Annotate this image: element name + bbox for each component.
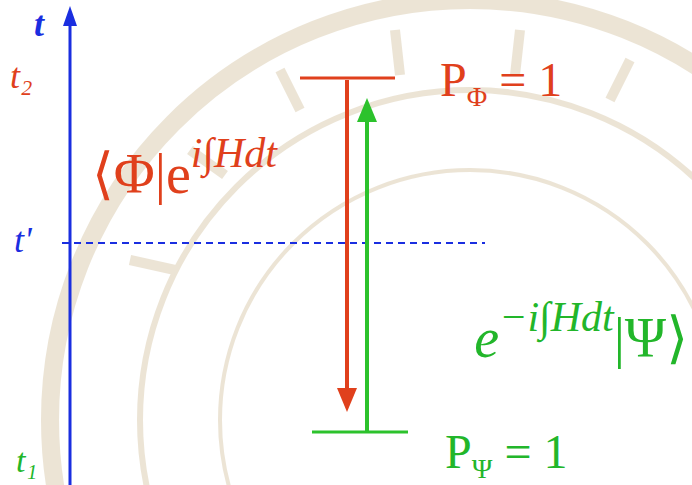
axis-arrowhead	[63, 6, 77, 26]
probability-label: PΨ= 1	[445, 428, 567, 476]
axis-label: t	[34, 6, 44, 42]
formula-text: e	[474, 310, 499, 366]
formula-text: −i∫Hdt	[499, 296, 614, 338]
formula-text: |Ψ⟩	[614, 310, 688, 366]
formula-text: t₁	[16, 444, 37, 478]
clock-background	[50, 0, 692, 485]
forward-arrowhead	[357, 98, 377, 122]
formula-text: = 1	[499, 56, 562, 104]
formula-text: = 1	[504, 428, 567, 476]
backward-evolution-arrow	[345, 80, 349, 392]
formula-text: ⟨Φ|e	[92, 146, 191, 202]
ket-evolution-formula: e−i∫Hdt|Ψ⟩	[474, 310, 688, 366]
time-marker-dashed	[62, 242, 485, 244]
formula-text: P	[440, 56, 467, 104]
time-axis	[69, 22, 72, 485]
time-label: t'	[14, 222, 32, 258]
time-label: t₁	[16, 444, 37, 478]
formula-text: t	[34, 6, 44, 42]
initial-state-level	[312, 431, 408, 434]
probability-label: PΦ= 1	[440, 56, 562, 104]
bra-evolution-formula: ⟨Φ|ei∫Hdt	[92, 146, 277, 202]
clock-rim	[50, 0, 692, 485]
time-label: t₂	[10, 58, 33, 94]
formula-text: i∫Hdt	[191, 132, 277, 174]
formula-text: Ψ	[472, 455, 493, 483]
clock-ticks	[130, 30, 630, 270]
formula-text: P	[445, 428, 472, 476]
formula-text: Φ	[467, 83, 487, 111]
forward-evolution-arrow	[365, 118, 369, 432]
clock-ring	[140, 90, 692, 485]
backward-arrowhead	[337, 388, 357, 412]
formula-text: t'	[14, 222, 32, 258]
clock-ring	[220, 170, 692, 485]
final-state-level	[300, 77, 395, 80]
formula-text: t₂	[10, 58, 33, 94]
